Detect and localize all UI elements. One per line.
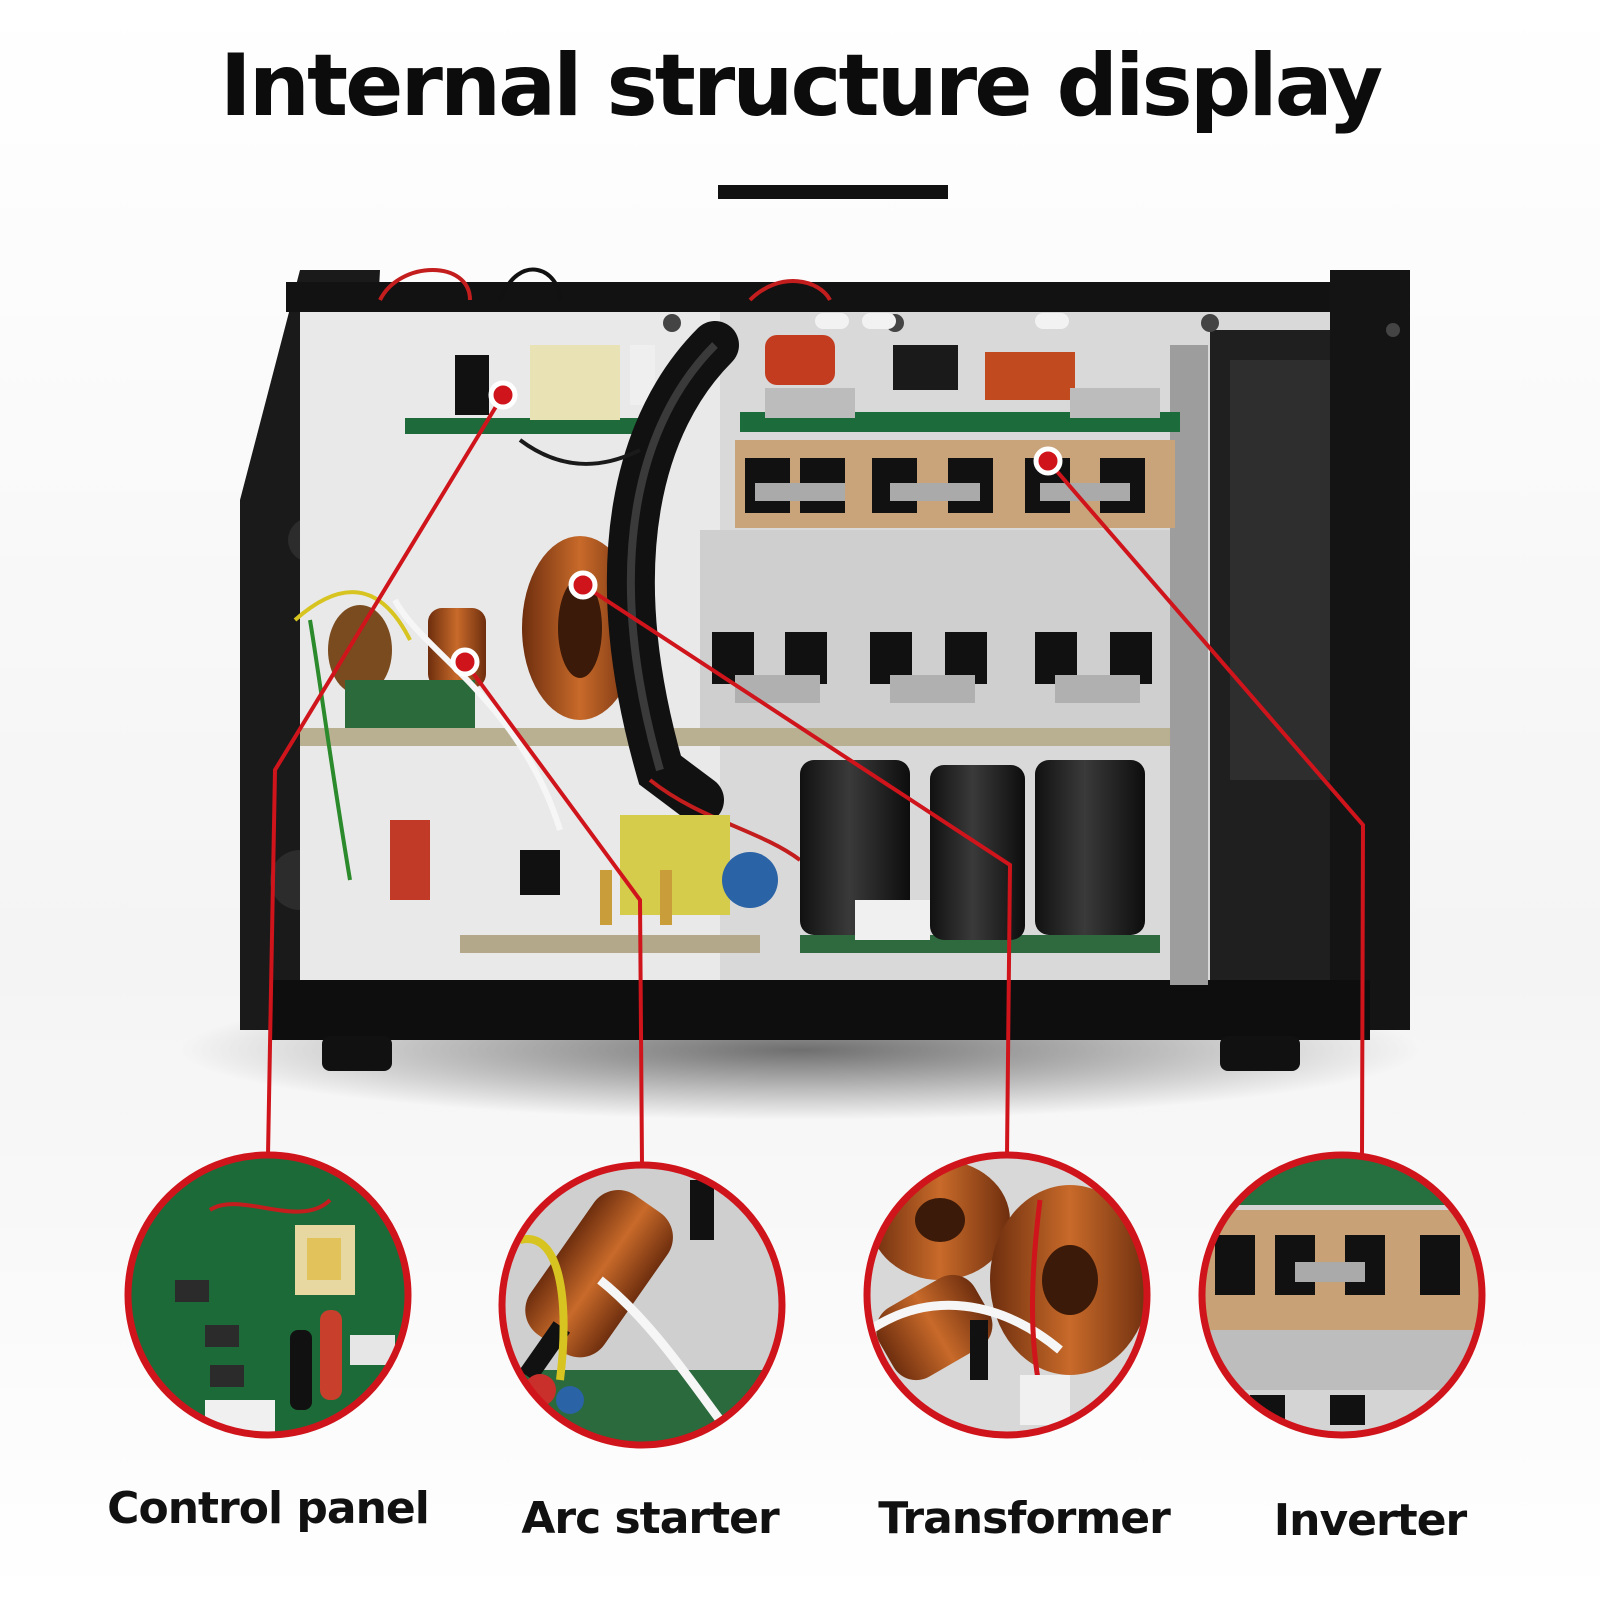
right-post xyxy=(1330,270,1410,1030)
label-arc-starter: Arc starter xyxy=(521,1493,779,1544)
middle-pcb xyxy=(300,728,1170,746)
leader-lines xyxy=(266,393,1366,1166)
label-control-panel: Control panel xyxy=(107,1483,430,1534)
transformer-ring xyxy=(863,1151,1151,1439)
capacitor-2 xyxy=(930,765,1025,940)
label-transformer: Transformer xyxy=(878,1493,1171,1544)
zoom-arc-starter xyxy=(502,1165,782,1445)
label-inverter: Inverter xyxy=(1273,1495,1467,1546)
top-rail xyxy=(286,282,1406,312)
lower-pcb-left xyxy=(460,935,760,953)
base-rail xyxy=(270,980,1370,1040)
title-underline xyxy=(718,185,948,199)
inverter-ring xyxy=(1198,1151,1486,1439)
control-pcb xyxy=(405,418,660,434)
arc-starter-ring xyxy=(498,1161,786,1449)
control-panel-ring xyxy=(124,1151,412,1439)
leader-points xyxy=(450,380,1063,677)
page-title: Internal structure display xyxy=(219,36,1383,136)
zoom-control-panel xyxy=(128,1155,408,1435)
divider-post xyxy=(1170,345,1208,985)
capacitor-3 xyxy=(1035,760,1145,935)
capacitor-1 xyxy=(800,760,910,935)
